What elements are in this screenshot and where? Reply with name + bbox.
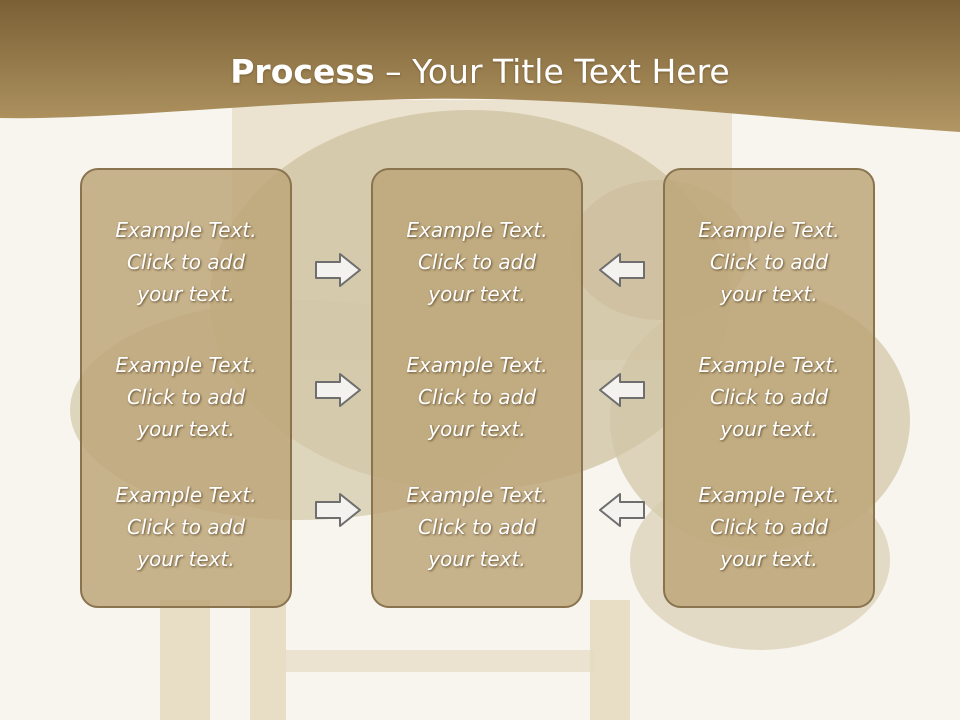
text-placeholder[interactable]: Example Text. Click to add your text. bbox=[665, 349, 873, 445]
text-line: your text. bbox=[428, 547, 526, 571]
text-placeholder[interactable]: Example Text. Click to add your text. bbox=[82, 349, 290, 445]
page-title: Process – Your Title Text Here bbox=[0, 52, 960, 91]
right-arrow-icon bbox=[315, 373, 361, 407]
text-line: your text. bbox=[428, 282, 526, 306]
text-placeholder[interactable]: Example Text. Click to add your text. bbox=[373, 479, 581, 575]
text-placeholder[interactable]: Example Text. Click to add your text. bbox=[373, 214, 581, 310]
text-line: Click to add bbox=[417, 515, 537, 539]
process-box-left[interactable]: Example Text. Click to add your text. Ex… bbox=[80, 168, 292, 608]
title-rest: – Your Title Text Here bbox=[374, 52, 730, 91]
process-box-center[interactable]: Example Text. Click to add your text. Ex… bbox=[371, 168, 583, 608]
text-line: Click to add bbox=[417, 250, 537, 274]
left-arrow-icon bbox=[599, 493, 645, 527]
text-line: your text. bbox=[137, 282, 235, 306]
left-arrow-icon bbox=[599, 253, 645, 287]
right-arrow-icon bbox=[315, 253, 361, 287]
title-bold: Process bbox=[230, 52, 375, 91]
text-line: Example Text. bbox=[406, 483, 548, 507]
right-arrow-icon bbox=[315, 493, 361, 527]
text-line: Example Text. bbox=[115, 218, 257, 242]
text-line: your text. bbox=[137, 417, 235, 441]
text-line: Example Text. bbox=[115, 483, 257, 507]
text-line: Example Text. bbox=[698, 353, 840, 377]
text-line: Click to add bbox=[126, 515, 246, 539]
process-box-right[interactable]: Example Text. Click to add your text. Ex… bbox=[663, 168, 875, 608]
text-line: Click to add bbox=[709, 385, 829, 409]
text-line: Example Text. bbox=[406, 353, 548, 377]
text-line: Example Text. bbox=[698, 218, 840, 242]
text-placeholder[interactable]: Example Text. Click to add your text. bbox=[665, 214, 873, 310]
text-line: Click to add bbox=[126, 385, 246, 409]
text-line: your text. bbox=[720, 417, 818, 441]
text-line: your text. bbox=[428, 417, 526, 441]
text-line: Click to add bbox=[126, 250, 246, 274]
text-line: Click to add bbox=[417, 385, 537, 409]
text-line: Example Text. bbox=[115, 353, 257, 377]
text-placeholder[interactable]: Example Text. Click to add your text. bbox=[373, 349, 581, 445]
text-placeholder[interactable]: Example Text. Click to add your text. bbox=[665, 479, 873, 575]
text-line: Click to add bbox=[709, 250, 829, 274]
text-placeholder[interactable]: Example Text. Click to add your text. bbox=[82, 479, 290, 575]
text-line: Example Text. bbox=[698, 483, 840, 507]
text-line: Click to add bbox=[709, 515, 829, 539]
text-line: your text. bbox=[137, 547, 235, 571]
text-line: your text. bbox=[720, 547, 818, 571]
title-banner bbox=[0, 0, 960, 132]
text-line: your text. bbox=[720, 282, 818, 306]
left-arrow-icon bbox=[599, 373, 645, 407]
text-placeholder[interactable]: Example Text. Click to add your text. bbox=[82, 214, 290, 310]
text-line: Example Text. bbox=[406, 218, 548, 242]
